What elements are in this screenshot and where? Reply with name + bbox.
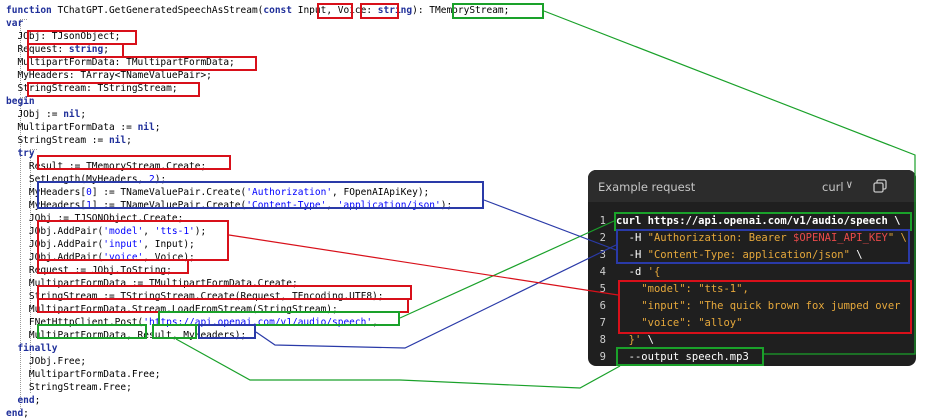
code-line: Request := JObj.ToString;	[6, 265, 172, 276]
panel-title: Example request	[598, 180, 696, 194]
code-line: JObj.Free;	[6, 356, 87, 367]
code-line: MultipartFormData.Stream.LoadFromStream(…	[6, 304, 338, 315]
code-line: StringStream: TStringStream;	[6, 83, 178, 94]
code-line: StringStream := TStringStream.Create(Req…	[6, 291, 384, 302]
code-line: JObj := nil;	[6, 109, 87, 120]
code-line: JObj.AddPair('voice', Voice);	[6, 252, 195, 263]
code-line: StringStream.Free;	[6, 382, 132, 393]
code-line: function TChatGPT.GetGeneratedSpeechAsSt…	[6, 5, 510, 16]
code-line: JObj: TJsonObject;	[6, 31, 121, 42]
panel-header: Example request curl ∨	[588, 170, 916, 202]
indent-guide-begin	[20, 97, 27, 409]
code-line: MultipartFormData := nil;	[6, 122, 161, 133]
code-line: StringStream := nil;	[6, 135, 132, 146]
highlight-curl-output	[616, 347, 764, 366]
code-line: MultipartFormData.Free;	[6, 369, 161, 380]
code-line: Request: string;	[6, 44, 109, 55]
chevron-down-icon[interactable]: ∨	[846, 178, 853, 191]
indent-guide-try	[30, 149, 37, 393]
code-line: MyHeaders: TArray<TNameValuePair>;	[6, 70, 212, 81]
code-line: JObj := TJSONObject.Create;	[6, 213, 184, 224]
highlight-curl-json-body	[618, 280, 912, 334]
curl-line-4: 4 -d '{	[599, 266, 661, 278]
code-line: JObj.AddPair('input', Input);	[6, 239, 195, 250]
code-line: MultipartFormData: TMultipartFormData;	[6, 57, 235, 68]
code-line: end;	[6, 408, 29, 419]
code-line: Result := TMemoryStream.Create;	[6, 161, 207, 172]
code-line: finally	[17, 343, 58, 354]
code-line: MultiPartFormData, Result, MyHeaders);	[6, 330, 247, 341]
code-line: JObj.AddPair('model', 'tts-1');	[6, 226, 207, 237]
code-line: FNetHttpClient.Post('https://api.openai.…	[6, 317, 378, 328]
highlight-curl-headers	[616, 229, 910, 264]
code-line: MultipartFormData := TMultipartFormData.…	[6, 278, 298, 289]
indent-guide-var	[20, 19, 27, 95]
code-line: end;	[17, 395, 41, 406]
code-line: MyHeaders[0] := TNameValuePair.Create('A…	[6, 187, 430, 198]
code-line: MyHeaders[1] := TNameValuePair.Create('C…	[6, 200, 453, 211]
copy-icon[interactable]	[873, 179, 887, 193]
code-line: SetLength(MyHeaders, 2);	[6, 174, 167, 185]
delphi-source-code: function TChatGPT.GetGeneratedSpeechAsSt…	[6, 5, 510, 419]
code-line: begin	[6, 96, 35, 107]
code-line: var	[6, 18, 24, 29]
language-selector[interactable]: curl	[822, 180, 844, 194]
code-line: try	[17, 148, 35, 159]
